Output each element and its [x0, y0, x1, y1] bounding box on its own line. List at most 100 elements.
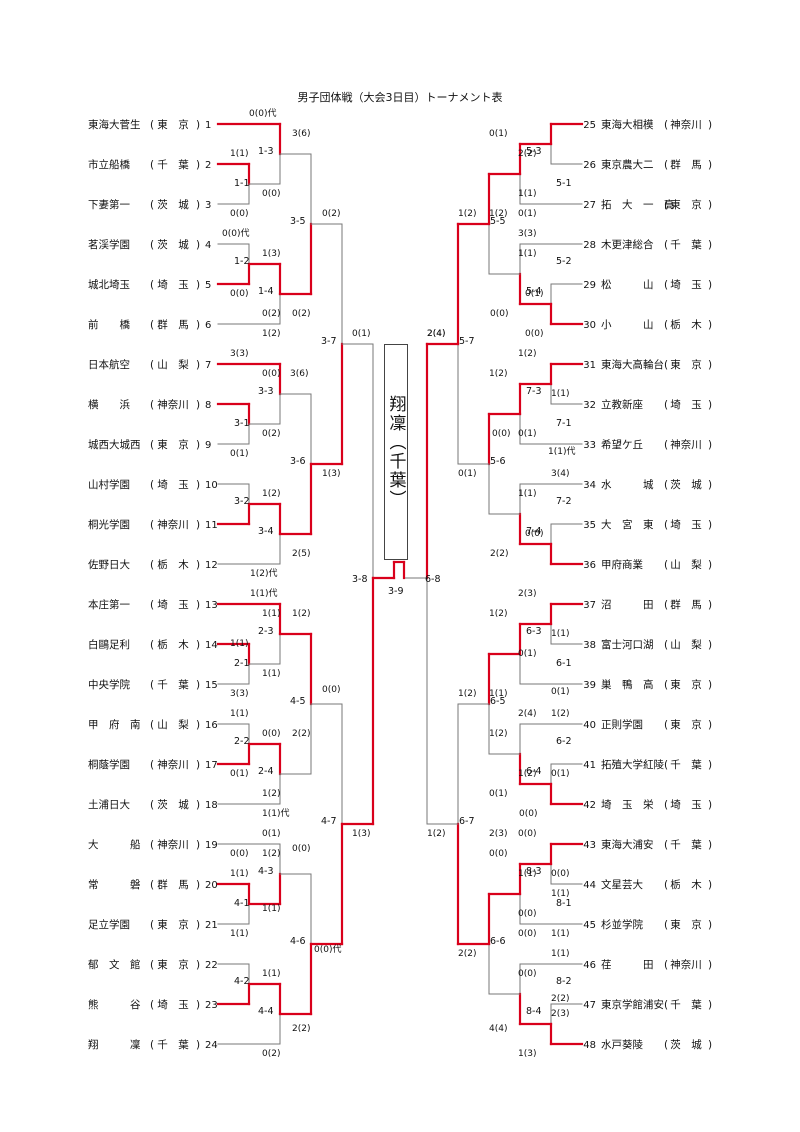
- team-name: 城北埼玉: [88, 278, 130, 291]
- team-prefecture: 埼 玉: [157, 598, 189, 611]
- paren: ): [196, 1039, 200, 1051]
- team-seed: 34: [583, 480, 596, 491]
- team-seed: 9: [205, 440, 211, 451]
- paren: (: [664, 399, 668, 411]
- match-label: 1-2: [234, 256, 250, 267]
- team-prefecture: 群 馬: [157, 878, 189, 891]
- match-label: 8-4: [526, 1006, 542, 1017]
- team-prefecture: 東 京: [157, 918, 189, 931]
- team-seed: 35: [583, 520, 596, 531]
- match-label: 5-5: [490, 216, 506, 227]
- match-label: 7-1: [556, 418, 572, 429]
- team-prefecture: 千 葉: [670, 238, 702, 251]
- team-name: 大 船: [88, 838, 141, 851]
- paren: ): [708, 1039, 712, 1051]
- team-seed: 14: [205, 640, 218, 651]
- score-label: 1(2): [292, 609, 310, 619]
- score-label: 0(1): [489, 789, 507, 799]
- team-seed: 45: [583, 920, 596, 931]
- score-label: 2(5): [292, 549, 310, 559]
- score-label: 1(1): [489, 689, 507, 699]
- paren: ): [708, 359, 712, 371]
- score-label: 1(1): [518, 869, 536, 879]
- score-label: 1(1): [551, 389, 569, 399]
- team-name: 本庄第一: [88, 598, 130, 611]
- paren: ): [708, 439, 712, 451]
- score-label: 0(1): [230, 449, 248, 459]
- score-label: 1(3): [518, 1049, 536, 1059]
- team-name: 東京農大二: [601, 158, 654, 171]
- team-name: 桐光学園: [88, 518, 130, 531]
- score-label: 1(2): [518, 349, 536, 359]
- team-name: 沼 田: [601, 598, 654, 611]
- team-name: 足立学園: [88, 918, 130, 931]
- paren: (: [664, 1039, 668, 1051]
- score-label: 2(3): [518, 589, 536, 599]
- team-name: 郁 文 館: [88, 958, 141, 971]
- paren: (: [150, 519, 154, 531]
- score-label: 1(2): [489, 729, 507, 739]
- team-name: 城西大城西: [88, 438, 141, 451]
- score-label: 3(3): [230, 349, 248, 359]
- paren: ): [196, 599, 200, 611]
- paren: ): [196, 399, 200, 411]
- team-name: 東京学館浦安: [601, 998, 664, 1011]
- team-prefecture: 茨 城: [670, 478, 702, 491]
- team-prefecture: 群 馬: [157, 318, 189, 331]
- team-seed: 20: [205, 880, 218, 891]
- team-prefecture: 東 京: [670, 198, 702, 211]
- paren: (: [664, 519, 668, 531]
- match-label: 7-2: [556, 496, 572, 507]
- team-prefecture: 山 梨: [157, 718, 189, 731]
- paren: ): [196, 999, 200, 1011]
- team-seed: 19: [205, 840, 218, 851]
- paren: (: [150, 439, 154, 451]
- score-label: 1(2): [458, 209, 476, 219]
- team-name: 日本航空: [88, 358, 130, 371]
- match-label: 4-5: [290, 696, 306, 707]
- paren: ): [196, 719, 200, 731]
- team-name: 下妻第一: [88, 198, 130, 211]
- score-label: 0(0): [518, 969, 536, 979]
- score-label: 0(0): [230, 849, 248, 859]
- paren: (: [150, 1039, 154, 1051]
- paren: ): [708, 719, 712, 731]
- match-label: 1-1: [234, 178, 250, 189]
- paren: ): [196, 319, 200, 331]
- score-label: 1(1): [262, 609, 280, 619]
- team-name: 希望ケ丘: [601, 438, 643, 451]
- score-label: 1(1)代: [262, 808, 289, 819]
- team-seed: 47: [583, 1000, 596, 1011]
- paren: ): [196, 439, 200, 451]
- match-label: 1-3: [258, 146, 274, 157]
- team-name: 埼 玉 栄: [601, 798, 654, 811]
- paren: (: [150, 599, 154, 611]
- champion-box: 翔凜（千葉）: [384, 344, 408, 560]
- paren: (: [150, 799, 154, 811]
- score-label: 1(1): [262, 969, 280, 979]
- paren: ): [708, 879, 712, 891]
- paren: ): [708, 999, 712, 1011]
- team-name: 東海大相模: [601, 118, 654, 131]
- paren: (: [150, 879, 154, 891]
- paren: (: [150, 719, 154, 731]
- champion-name: 翔凜（千葉）: [385, 395, 406, 509]
- team-prefecture: 埼 玉: [157, 278, 189, 291]
- match-label: 5-3: [526, 146, 542, 157]
- paren: (: [664, 999, 668, 1011]
- team-seed: 5: [205, 280, 211, 291]
- team-seed: 28: [583, 240, 596, 251]
- score-label: 1(2)代: [250, 568, 277, 579]
- team-name: 拓殖大学紅陵: [601, 758, 664, 771]
- team-name: 立教新座: [601, 398, 643, 411]
- team-prefecture: 茨 城: [157, 198, 189, 211]
- score-label: 0(0): [489, 849, 507, 859]
- team-name: 前 橋: [88, 318, 130, 331]
- team-prefecture: 神奈川: [670, 118, 702, 131]
- paren: ): [708, 679, 712, 691]
- paren: (: [150, 559, 154, 571]
- paren: (: [664, 279, 668, 291]
- match-label: 3-7: [321, 336, 337, 347]
- paren: (: [150, 399, 154, 411]
- match-label: 3-5: [290, 216, 306, 227]
